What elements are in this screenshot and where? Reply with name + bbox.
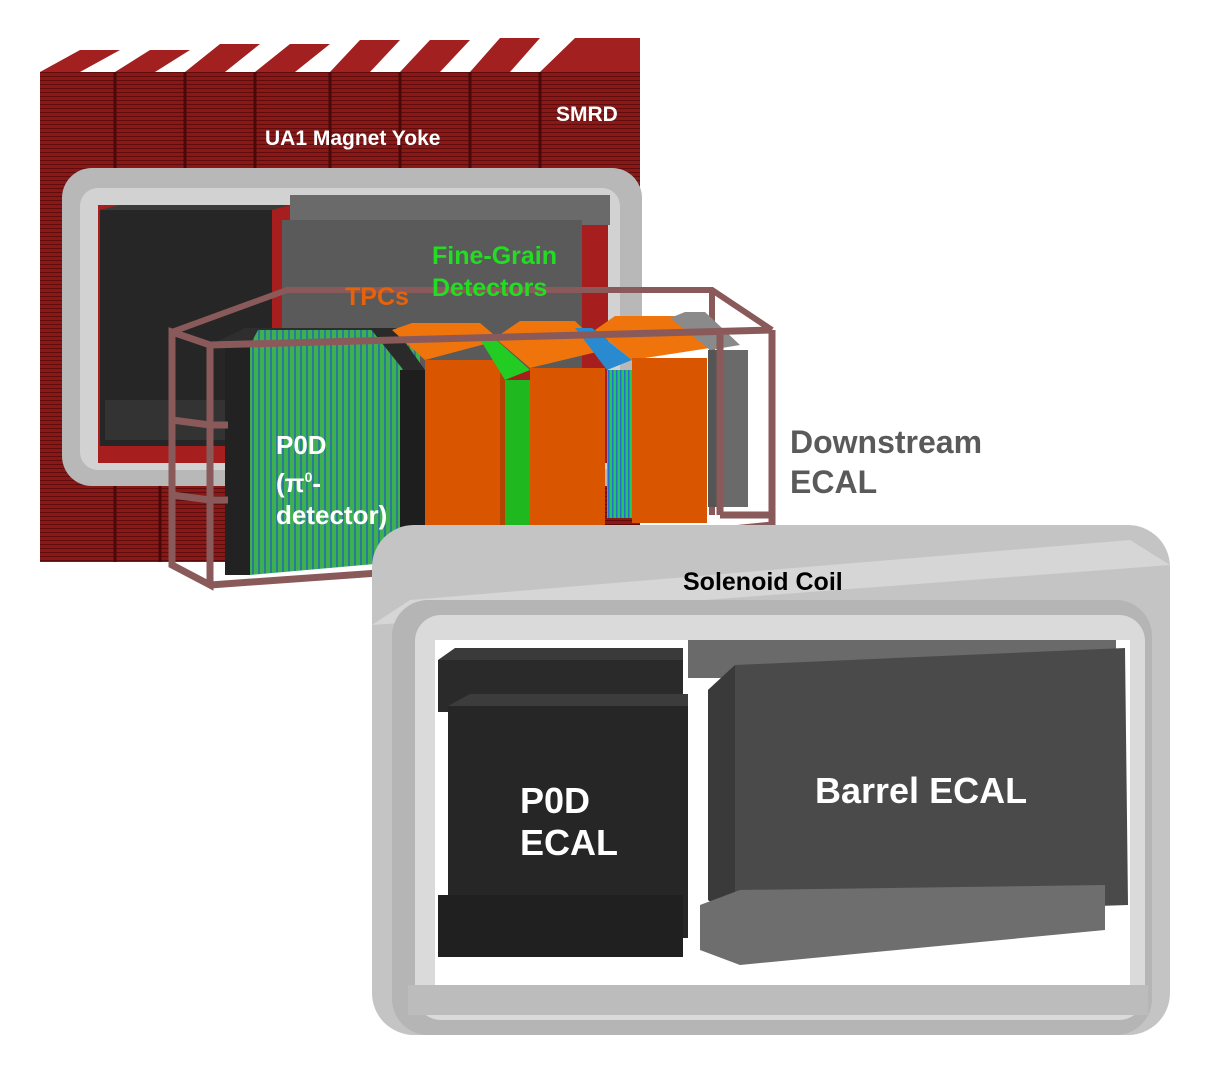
p0d-line3: detector) [276, 500, 388, 530]
p0d-ecal-line2: ECAL [520, 822, 618, 863]
barrel-ecal-label: Barrel ECAL [815, 770, 1028, 811]
p0d-pi: (π [276, 468, 305, 498]
fine-grain-detectors-label: Fine-Grain Detectors [432, 240, 557, 304]
fine-grain-line2: Detectors [432, 274, 548, 302]
magnet-yoke-label: UA1 Magnet Yoke [265, 127, 441, 150]
p0d-pi-sup: 0 [304, 469, 313, 485]
p0d-module [210, 328, 428, 575]
p0d-label: P0D (π0- detector) [276, 429, 387, 531]
smrd-label: SMRD [556, 103, 618, 126]
tpcs-label: TPCs [345, 283, 409, 311]
p0d-ecal-line1: P0D [520, 780, 591, 821]
fine-grain-line1: Fine-Grain [432, 242, 558, 270]
p0d-ecal-label: P0D ECAL [520, 780, 618, 864]
p0d-line1: P0D [276, 430, 327, 460]
tpc-fgd-modules [392, 312, 748, 545]
p0d-dash: - [312, 468, 322, 498]
p0d-line2: (π0- [276, 461, 387, 499]
downstream-ecal-label: Downstream ECAL [790, 422, 982, 502]
downstream-line2: ECAL [790, 464, 878, 500]
p0d-ecal [438, 648, 688, 957]
barrel-ecal [688, 640, 1128, 965]
solenoid-coil-label: Solenoid Coil [683, 568, 843, 596]
downstream-line1: Downstream [790, 424, 983, 460]
